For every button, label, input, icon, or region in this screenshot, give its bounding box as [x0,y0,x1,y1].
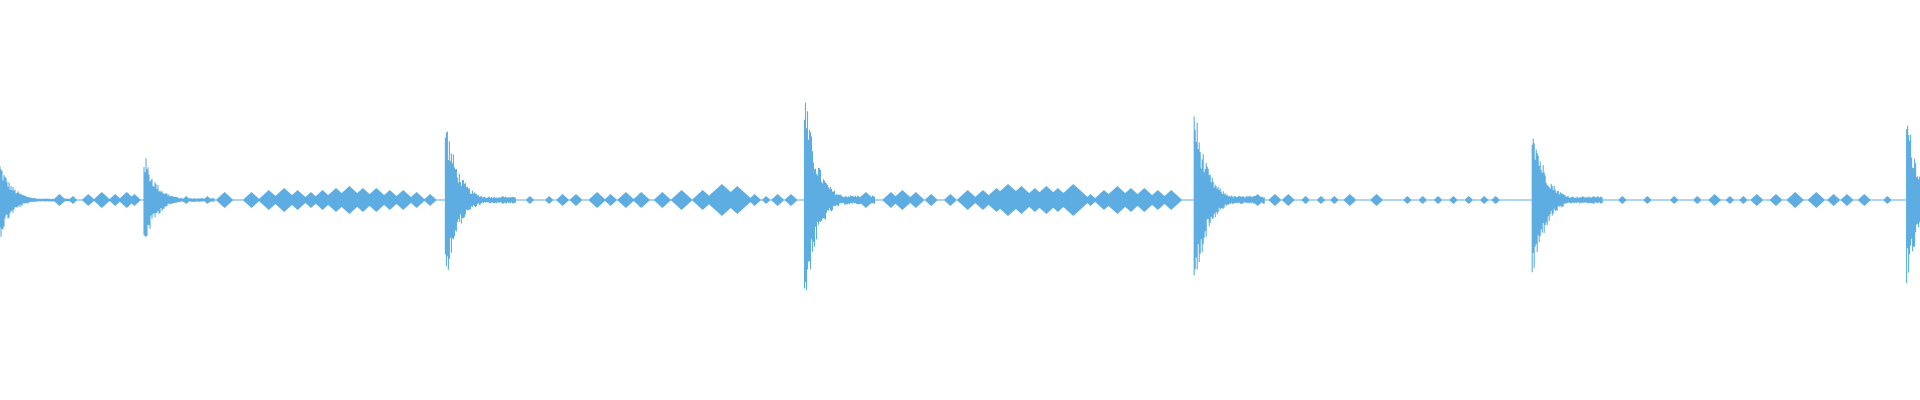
waveform-blip [1330,196,1339,204]
waveform-blip [924,194,938,206]
waveform-blip [1006,186,1037,214]
waveform-blip [670,190,693,210]
waveform-blip [907,192,925,208]
waveform-blip [1268,194,1282,206]
waveform-blip [691,190,714,210]
waveform-blip [1491,196,1501,204]
waveform-blip [891,190,914,210]
waveform-blip [653,192,672,208]
waveform-blip [334,186,365,214]
waveform-blip [882,192,900,208]
waveform-blip [857,192,875,208]
waveform-blip [721,186,753,214]
waveform-blip [1131,188,1158,212]
waveform-blip [1669,196,1679,204]
waveform-blip [956,190,979,210]
waveform-blip [1827,194,1841,206]
waveform-blip [1618,196,1627,204]
waveform-blip [498,196,508,204]
waveform-blip [544,196,554,204]
waveform-blip [632,192,651,208]
waveform-transient [1906,125,1920,284]
waveform-blip [1146,190,1169,210]
waveform-blip [943,194,957,206]
waveform-blip [1301,196,1310,204]
waveform-blip [127,194,141,206]
waveform-blip [81,194,95,206]
waveform-blip [1692,196,1702,204]
waveform-blip [423,194,437,206]
waveform-blip [1840,194,1854,206]
waveform-blip [242,192,261,208]
waveform-blip [311,190,334,210]
waveform-blip [215,192,234,208]
waveform-blip [556,194,570,206]
waveform-blip [1739,196,1748,204]
waveform-blip [604,194,618,206]
waveform-blip [784,194,798,206]
waveform-blip [1725,196,1735,204]
waveform-blip [68,196,78,204]
waveform-transient [1193,116,1265,276]
waveform-blip [1370,194,1384,206]
waveform-blip [203,196,212,204]
waveform-blip [1084,194,1098,206]
waveform-blip [1251,194,1265,206]
waveform-peaks [0,102,1920,291]
waveform-blip [1786,192,1804,208]
waveform-blip [257,190,280,210]
waveform-blip [392,190,415,210]
waveform-blip [617,192,635,208]
waveform-blip [117,192,136,208]
waveform-blip [302,192,320,208]
waveform-blip [1316,196,1326,204]
waveform-blip [1464,196,1474,204]
waveform-blip [1418,196,1428,204]
waveform-blip [1281,194,1295,206]
waveform-blip [1055,184,1091,216]
waveform-blip [93,192,111,208]
waveform-blip [588,192,606,208]
waveform-blip [108,194,122,206]
waveform-blip [1857,194,1871,206]
waveform-transient [1531,138,1603,273]
waveform-blip [1117,188,1145,212]
waveform-blip [1769,194,1783,206]
waveform-blip [972,190,994,210]
waveform-blip [363,188,390,212]
waveform-blip [1433,196,1443,204]
waveform-blip [1883,196,1892,204]
waveform-blip [1589,196,1598,204]
waveform-blip [761,196,771,204]
waveform-blip [1102,186,1133,214]
waveform-blip [1479,196,1489,204]
waveform-blip [1750,194,1764,206]
waveform-blip [1403,196,1412,204]
waveform-blip [407,192,426,208]
waveform-blip [1343,194,1357,206]
waveform-blip [1807,192,1826,208]
waveform-blip [1643,196,1652,204]
waveform-transient [143,158,215,237]
waveform-blip [525,196,535,204]
waveform-blip [349,188,377,212]
waveform-blip [748,194,762,206]
waveform-blip [1449,196,1458,204]
waveform-blip [569,194,583,206]
waveform-blip [286,190,309,210]
waveform-blip [1708,194,1722,206]
waveform-blip [1160,190,1183,210]
waveform-blip [181,196,191,204]
waveform-blip [771,194,785,206]
waveform-blip [378,190,401,210]
waveform-blip [271,188,298,212]
waveform-blip [52,194,67,206]
